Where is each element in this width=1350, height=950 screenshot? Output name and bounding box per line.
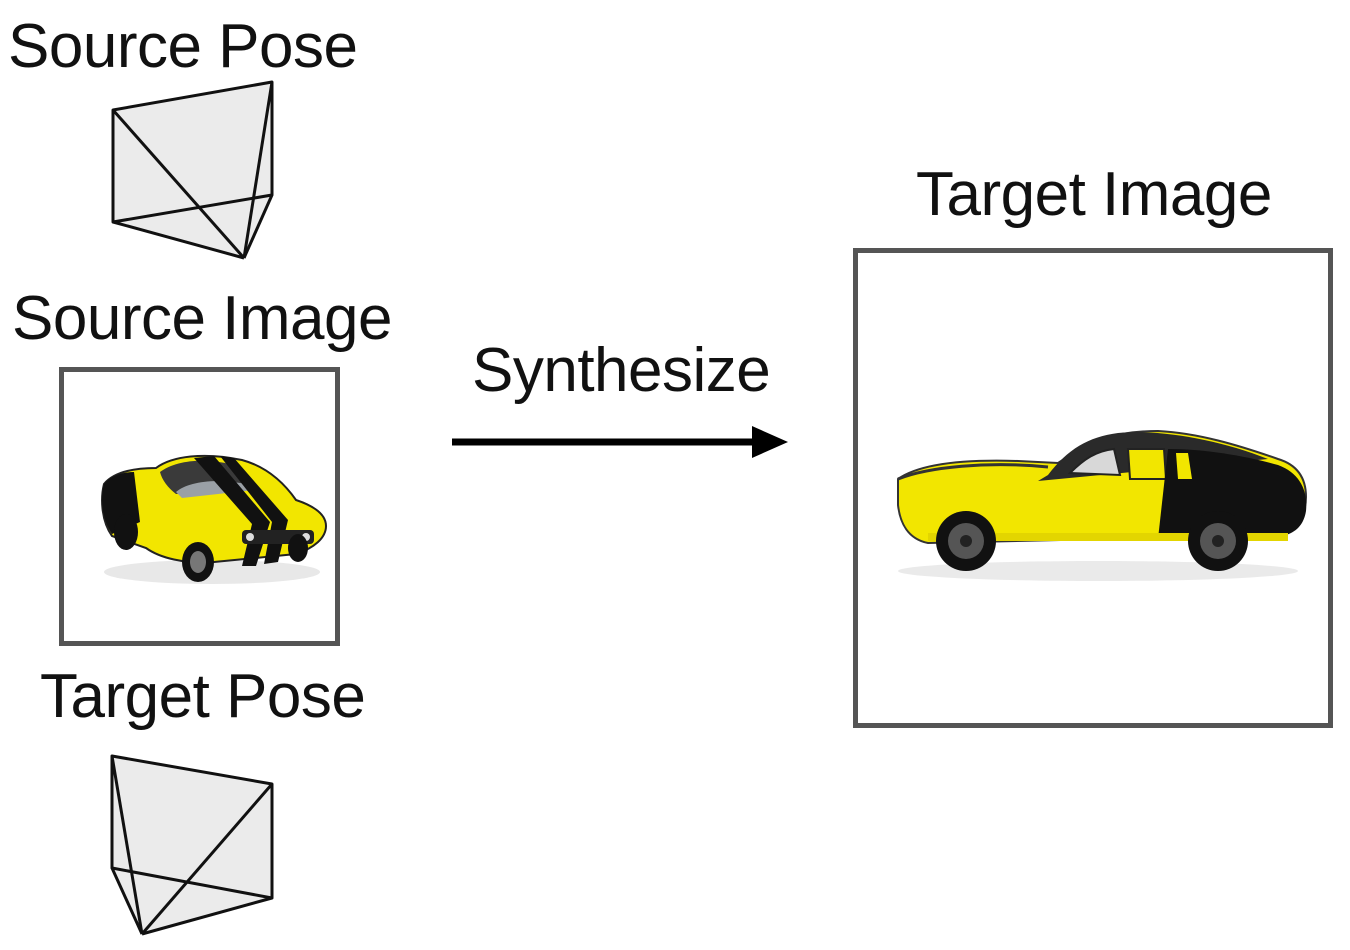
synthesize-label: Synthesize [472, 336, 771, 405]
synthesize-arrow-icon [452, 426, 788, 458]
target-pose-camera-icon [110, 754, 274, 936]
source-image-label: Source Image [12, 284, 393, 353]
target-image-frame [853, 248, 1333, 728]
target-car-image [897, 429, 1308, 581]
target-image-label: Target Image [916, 160, 1272, 229]
source-image-frame [59, 367, 340, 646]
source-pose-label: Source Pose [8, 12, 358, 81]
source-car-image [101, 454, 328, 584]
source-pose-camera-icon [111, 80, 274, 260]
target-pose-label: Target Pose [40, 662, 366, 731]
